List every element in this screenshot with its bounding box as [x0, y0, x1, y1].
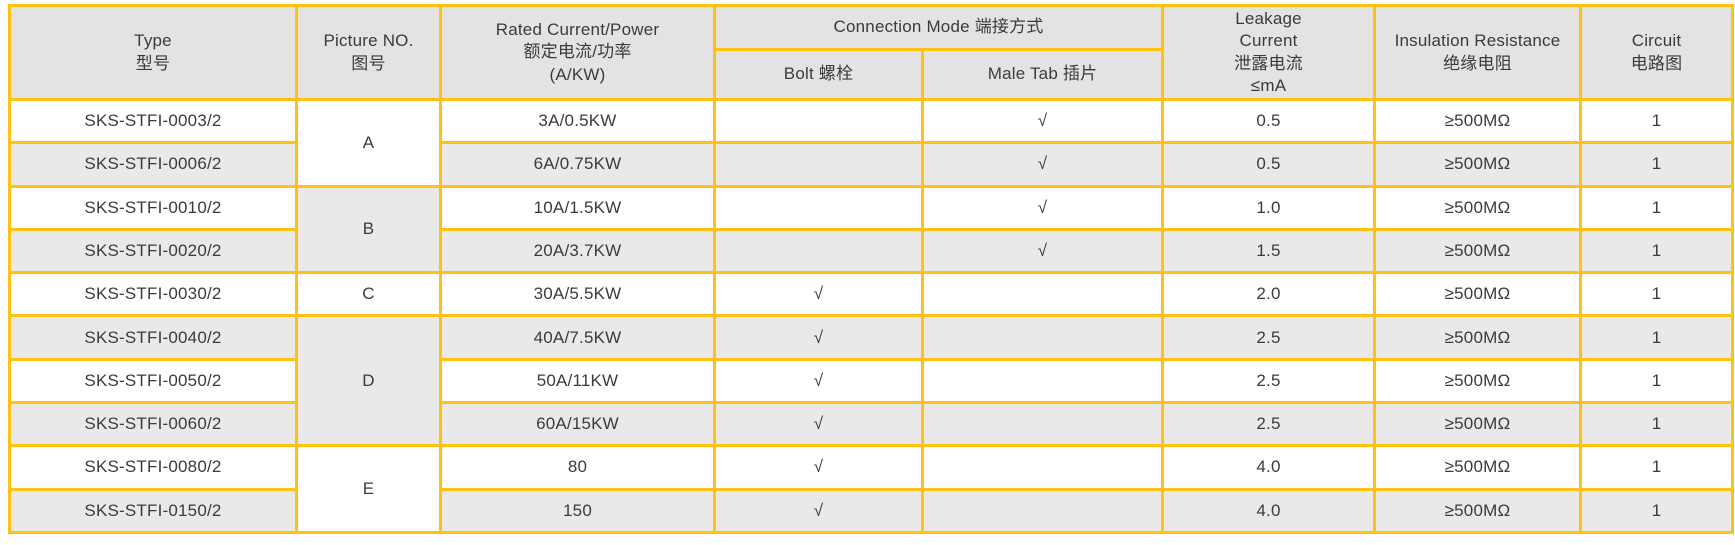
col-header-rated-current-power: Rated Current/Power 额定电流/功率 (A/KW) — [439, 4, 716, 101]
leakage-cell: 1.5 — [1161, 227, 1377, 275]
bolt-check: √ — [713, 444, 924, 491]
insulation-cell: ≥500MΩ — [1373, 184, 1583, 231]
table-row: SKS-STFI-0003/2 A 3A/0.5KW √ 0.5 ≥500MΩ … — [8, 97, 1735, 188]
rated-cell: 3A/0.5KW — [439, 97, 716, 145]
table-row: SKS-STFI-0040/2 D 40A/7.5KW √ 2.5 ≥500MΩ… — [8, 314, 1735, 448]
insulation-cell: ≥500MΩ — [1373, 314, 1583, 361]
table-row: SKS-STFI-0030/2 C 30A/5.5KW √ 2.0 ≥500MΩ… — [8, 271, 1735, 318]
rated-cell: 150 — [439, 487, 716, 534]
picture-group-cell: B — [295, 184, 442, 275]
bolt-check: √ — [713, 357, 924, 405]
male-tab-check: √ — [920, 184, 1165, 231]
leakage-cell: 4.0 — [1161, 487, 1377, 534]
circuit-cell: 1 — [1579, 401, 1735, 448]
rated-cell: 60A/15KW — [439, 401, 716, 448]
product-spec-table: Type 型号 Picture NO. 图号 Rated Current/Pow… — [8, 4, 1735, 534]
male-tab-cell — [920, 314, 1165, 361]
circuit-cell: 1 — [1579, 314, 1735, 361]
table-header: Type 型号 Picture NO. 图号 Rated Current/Pow… — [8, 4, 1735, 101]
col-header-insulation-resistance: Insulation Resistance 绝缘电阻 — [1373, 4, 1583, 101]
rated-cell: 80 — [439, 444, 716, 491]
male-tab-check: √ — [920, 141, 1165, 188]
type-cell: SKS-STFI-0030/2 — [8, 271, 298, 318]
bolt-cell — [713, 227, 924, 275]
col-header-male-tab: Male Tab 插片 — [920, 48, 1165, 101]
table-row: SKS-STFI-0006/2 6A/0.75KW √ 0.5 ≥500MΩ 1 — [8, 141, 1735, 188]
bolt-cell — [713, 97, 924, 145]
bolt-check: √ — [713, 314, 924, 361]
table-row: SKS-STFI-0010/2 B 10A/1.5KW √ 1.0 ≥500MΩ… — [8, 184, 1735, 275]
col-header-circuit: Circuit 电路图 — [1579, 4, 1735, 101]
insulation-cell: ≥500MΩ — [1373, 444, 1583, 491]
male-tab-check: √ — [920, 97, 1165, 145]
bolt-check: √ — [713, 271, 924, 318]
type-cell: SKS-STFI-0150/2 — [8, 487, 298, 534]
table-row: SKS-STFI-0080/2 E 80 √ 4.0 ≥500MΩ 1 — [8, 444, 1735, 534]
circuit-cell: 1 — [1579, 487, 1735, 534]
col-header-type: Type 型号 — [8, 4, 298, 101]
insulation-cell: ≥500MΩ — [1373, 487, 1583, 534]
type-cell: SKS-STFI-0020/2 — [8, 227, 298, 275]
insulation-cell: ≥500MΩ — [1373, 97, 1583, 145]
picture-group-cell: A — [295, 98, 442, 188]
picture-group-cell: D — [295, 314, 442, 448]
male-tab-check: √ — [920, 227, 1165, 275]
circuit-cell: 1 — [1579, 357, 1735, 405]
type-cell: SKS-STFI-0060/2 — [8, 401, 298, 448]
table-row: SKS-STFI-0150/2 150 √ 4.0 ≥500MΩ 1 — [8, 487, 1735, 534]
bolt-check: √ — [713, 401, 924, 448]
leakage-cell: 2.5 — [1161, 401, 1377, 448]
bolt-cell — [713, 184, 924, 231]
bolt-cell — [713, 141, 924, 188]
col-header-bolt: Bolt 螺栓 — [713, 48, 924, 101]
col-header-connection-mode: Connection Mode 端接方式 — [712, 4, 1165, 51]
male-tab-cell — [920, 444, 1165, 491]
circuit-cell: 1 — [1579, 271, 1735, 318]
leakage-cell: 0.5 — [1161, 141, 1377, 188]
table-row: SKS-STFI-0050/2 50A/11KW √ 2.5 ≥500MΩ 1 — [8, 357, 1735, 405]
type-cell: SKS-STFI-0006/2 — [8, 141, 298, 188]
rated-cell: 6A/0.75KW — [439, 141, 716, 188]
circuit-cell: 1 — [1579, 184, 1735, 231]
type-cell: SKS-STFI-0050/2 — [8, 357, 298, 405]
col-header-leakage-current: Leakage Current 泄露电流 ≤mA — [1161, 4, 1377, 101]
leakage-cell: 2.0 — [1161, 271, 1377, 318]
rated-cell: 40A/7.5KW — [439, 314, 716, 361]
type-cell: SKS-STFI-0003/2 — [8, 97, 298, 145]
insulation-cell: ≥500MΩ — [1373, 227, 1583, 275]
table-row: SKS-STFI-0020/2 20A/3.7KW √ 1.5 ≥500MΩ 1 — [8, 227, 1735, 275]
rated-cell: 30A/5.5KW — [439, 271, 716, 318]
col-header-picture-no: Picture NO. 图号 — [295, 4, 442, 101]
male-tab-cell — [920, 487, 1165, 534]
bolt-check: √ — [713, 487, 924, 534]
table-row: SKS-STFI-0060/2 60A/15KW √ 2.5 ≥500MΩ 1 — [8, 401, 1735, 448]
rated-cell: 10A/1.5KW — [439, 184, 716, 231]
leakage-cell: 2.5 — [1161, 314, 1377, 361]
rated-cell: 20A/3.7KW — [439, 227, 716, 275]
circuit-cell: 1 — [1579, 97, 1735, 145]
leakage-cell: 2.5 — [1161, 357, 1377, 405]
insulation-cell: ≥500MΩ — [1373, 141, 1583, 188]
insulation-cell: ≥500MΩ — [1373, 401, 1583, 448]
leakage-cell: 4.0 — [1161, 444, 1377, 491]
insulation-cell: ≥500MΩ — [1373, 271, 1583, 318]
insulation-cell: ≥500MΩ — [1373, 357, 1583, 405]
male-tab-cell — [920, 357, 1165, 405]
leakage-cell: 0.5 — [1161, 97, 1377, 145]
rated-cell: 50A/11KW — [439, 357, 716, 405]
male-tab-cell — [920, 401, 1165, 448]
picture-group-cell: C — [295, 271, 442, 318]
picture-group-cell: E — [295, 444, 442, 534]
leakage-cell: 1.0 — [1161, 184, 1377, 231]
male-tab-cell — [920, 271, 1165, 318]
circuit-cell: 1 — [1579, 227, 1735, 275]
circuit-cell: 1 — [1579, 444, 1735, 491]
type-cell: SKS-STFI-0080/2 — [8, 444, 298, 491]
type-cell: SKS-STFI-0040/2 — [8, 314, 298, 361]
circuit-cell: 1 — [1579, 141, 1735, 188]
type-cell: SKS-STFI-0010/2 — [8, 184, 298, 231]
